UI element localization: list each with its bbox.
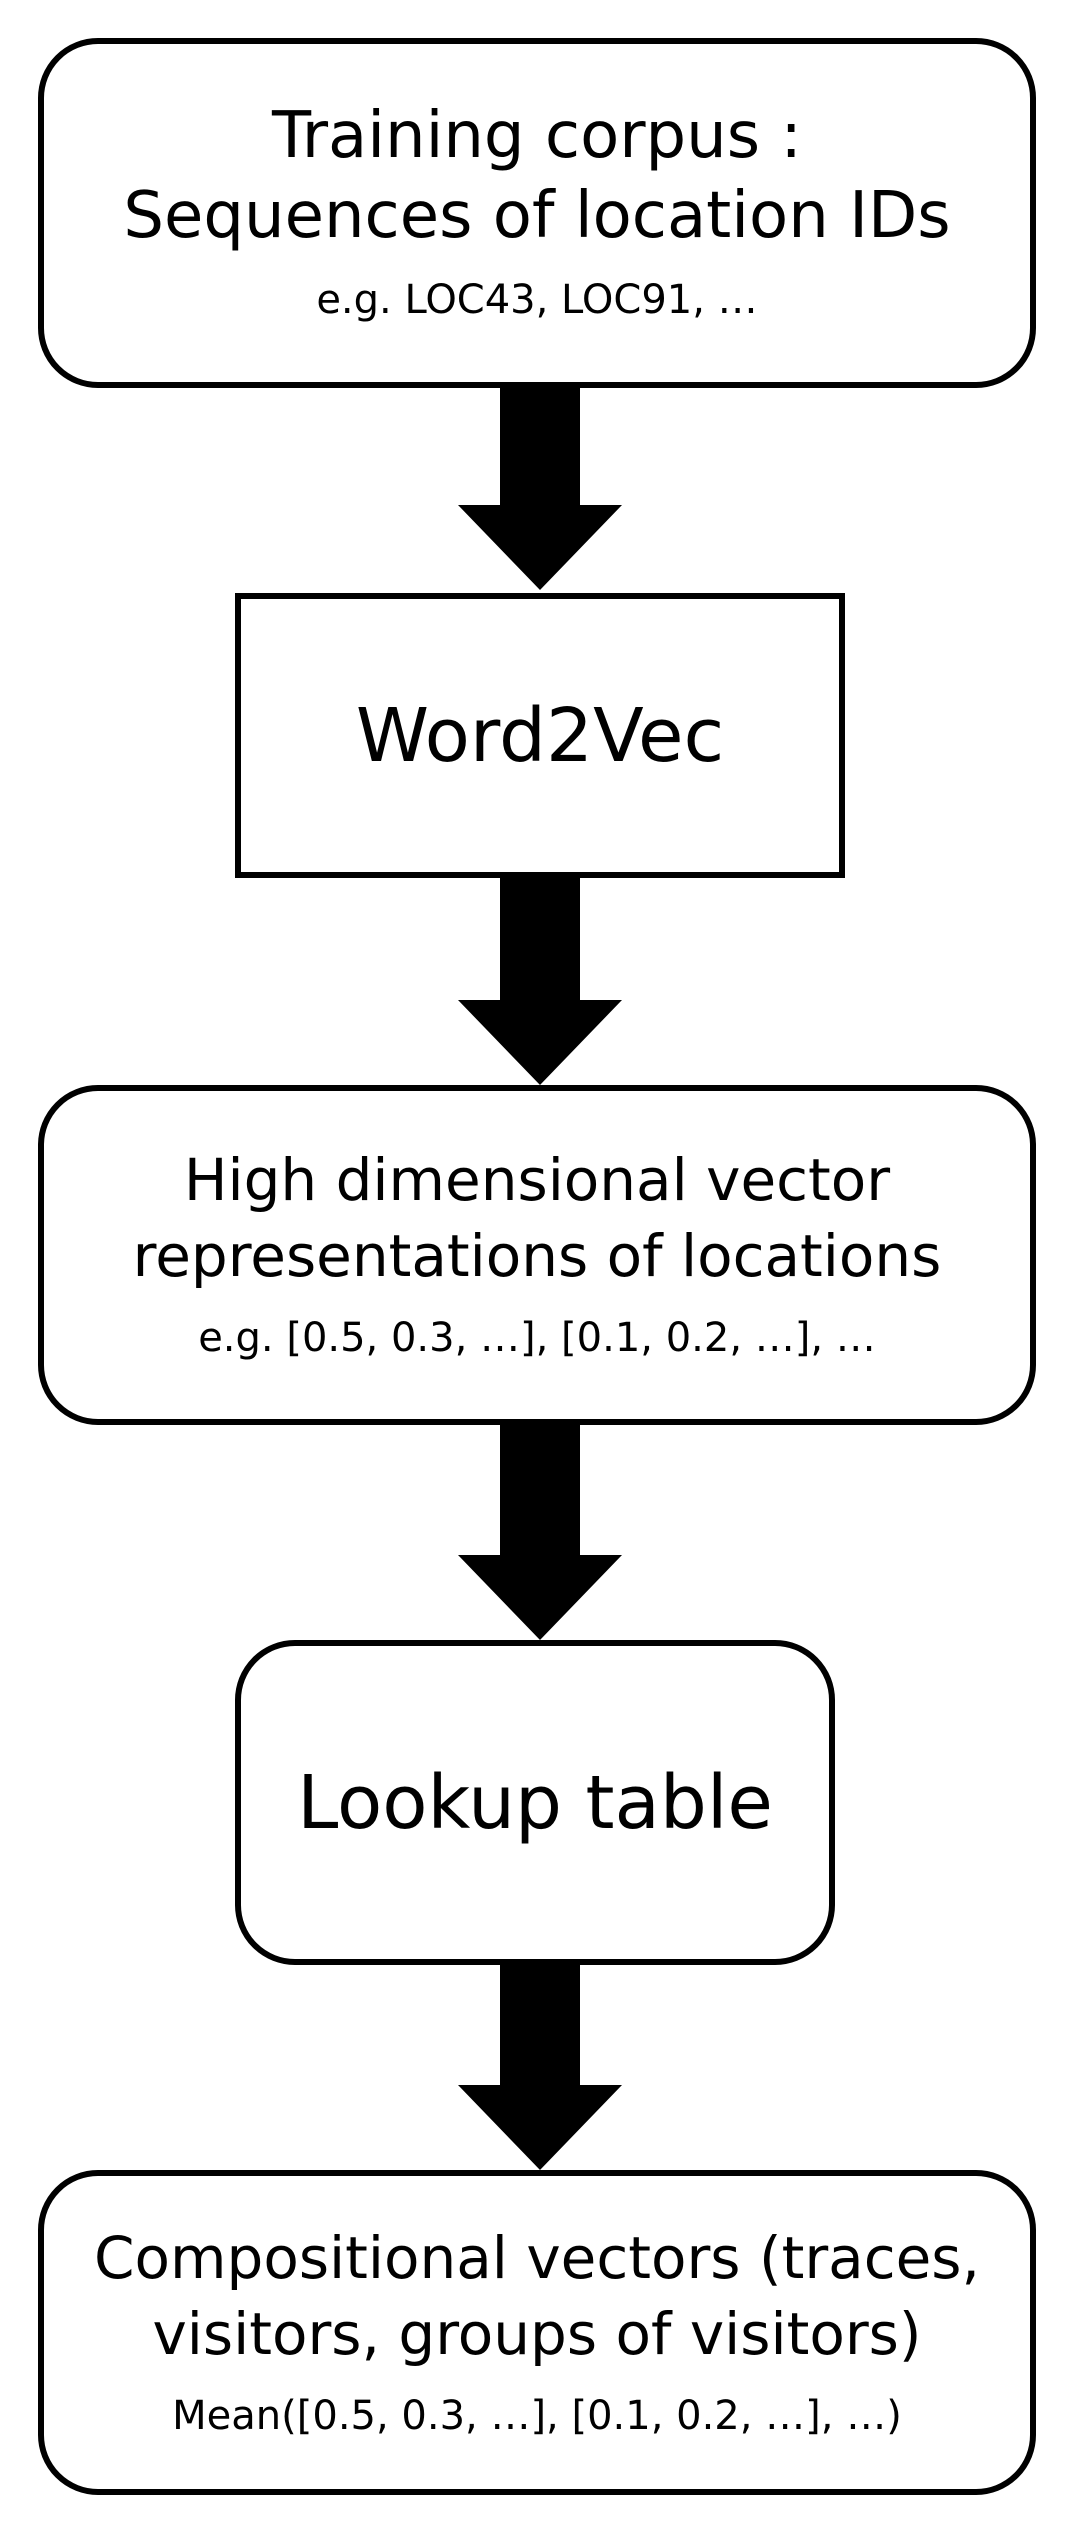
compositional-vectors-example: Mean([0.5, 0.3, …], [0.1, 0.2, …], …) xyxy=(172,2392,902,2439)
arrow-vectors-to-lookup xyxy=(458,1425,622,1640)
training-corpus-example: e.g. LOC43, LOC91, … xyxy=(316,277,758,323)
vector-representations-box: High dimensional vector representations … xyxy=(38,1085,1036,1425)
compositional-vectors-box: Compositional vectors (traces, visitors,… xyxy=(38,2170,1036,2495)
training-corpus-title: Training corpus : xyxy=(272,99,802,173)
word2vec-label: Word2Vec xyxy=(355,692,725,779)
compositional-vectors-title: Compositional vectors (traces, xyxy=(94,2223,980,2292)
arrow-word2vec-to-vectors xyxy=(458,878,622,1085)
compositional-vectors-subtitle: visitors, groups of visitors) xyxy=(152,2299,922,2368)
lookup-table-label: Lookup table xyxy=(297,1759,773,1846)
vector-representations-title: High dimensional vector xyxy=(183,1146,891,1214)
training-corpus-subtitle: Sequences of location IDs xyxy=(123,179,951,253)
vector-representations-subtitle: representations of locations xyxy=(132,1222,942,1290)
arrow-lookup-to-compositional xyxy=(458,1965,622,2170)
lookup-table-box: Lookup table xyxy=(235,1640,835,1965)
vector-representations-example: e.g. [0.5, 0.3, …], [0.1, 0.2, …], … xyxy=(198,1315,876,1361)
training-corpus-box: Training corpus : Sequences of location … xyxy=(38,38,1036,388)
word2vec-box: Word2Vec xyxy=(235,593,845,878)
arrow-corpus-to-word2vec xyxy=(458,388,622,590)
